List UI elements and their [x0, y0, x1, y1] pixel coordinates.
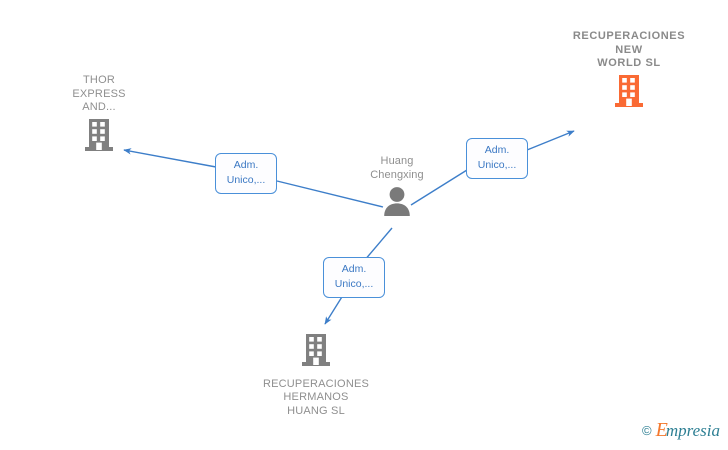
edge-label-huang-to-thor[interactable]: Adm. Unico,...: [215, 153, 277, 194]
node-label-recuperaciones-hermanos-huang: RECUPERACIONES HERMANOS HUANG SL: [262, 377, 370, 417]
brand-name: Empresia: [656, 419, 720, 442]
node-label-thor-express: THOR EXPRESS AND...: [72, 74, 126, 113]
building-icon: [614, 74, 644, 114]
node-huang-chengxing[interactable]: Huang Chengxing: [317, 155, 477, 219]
building-icon: [84, 118, 114, 158]
node-label-huang-chengxing: Huang Chengxing: [370, 155, 424, 181]
edge-label-huang-to-new-world[interactable]: Adm. Unico,...: [466, 138, 528, 179]
edge-huang-to-thor[interactable]: [123, 148, 384, 208]
brand-initial: E: [655, 419, 668, 441]
copyright-icon: ©: [642, 423, 652, 438]
node-recuperaciones-new-world[interactable]: RECUPERACIONES NEW WORLD SL: [549, 30, 709, 113]
empresia-watermark: © Empresia: [642, 419, 720, 442]
node-recuperaciones-hermanos-huang[interactable]: RECUPERACIONES HERMANOS HUANG SL: [236, 334, 396, 418]
edge-label-huang-to-hermanos[interactable]: Adm. Unico,...: [323, 257, 385, 298]
node-label-recuperaciones-new-world: RECUPERACIONES NEW WORLD SL: [572, 30, 686, 69]
person-icon: [380, 186, 414, 219]
building-icon: [301, 334, 331, 373]
node-thor-express[interactable]: THOR EXPRESS AND...: [19, 74, 179, 157]
brand-rest: mpresia: [665, 421, 720, 440]
edge-huang-to-new-world[interactable]: [410, 130, 575, 206]
